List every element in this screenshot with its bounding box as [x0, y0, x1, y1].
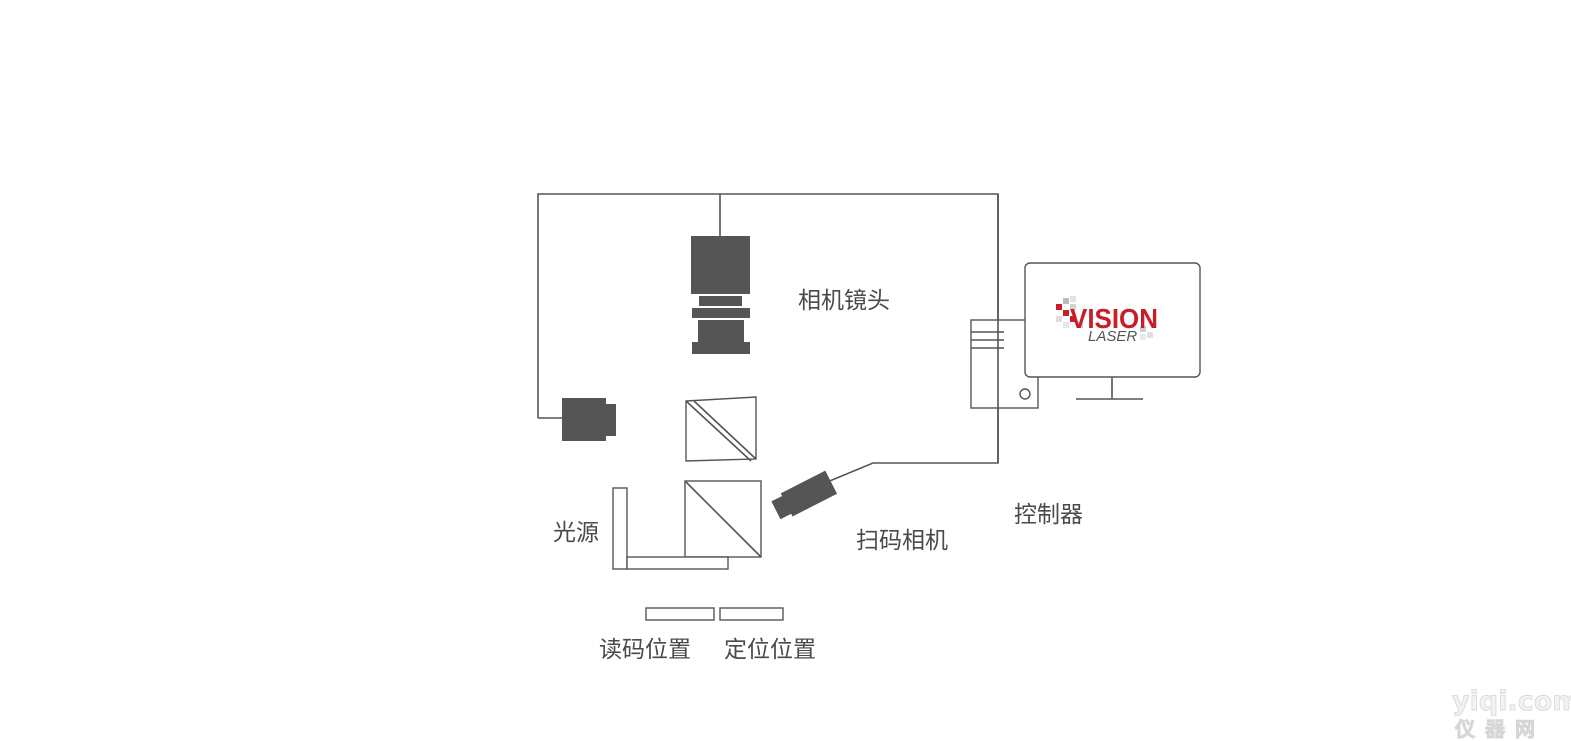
- watermark-name: 仪器网: [1454, 717, 1545, 741]
- read-position-plate: [645, 607, 715, 621]
- logo-word: VISION: [1070, 303, 1158, 334]
- light-source-icon: [612, 487, 729, 570]
- scan-camera-label: 扫码相机: [856, 528, 948, 554]
- scan-camera-icon: [771, 470, 838, 520]
- light-source-label: 光源: [553, 520, 599, 546]
- controller-label: 控制器: [1014, 502, 1083, 528]
- main-camera-cable: [537, 193, 999, 486]
- vision-laser-logo: VISION LASER: [1056, 296, 1158, 345]
- read-position-label: 读码位置: [599, 637, 691, 663]
- locate-position-label: 定位位置: [724, 637, 816, 663]
- logo-pixel-grid: [1056, 296, 1153, 340]
- beam-splitter-icon: [684, 480, 762, 558]
- side-camera-icon: [562, 398, 616, 441]
- logo-sub: LASER: [1088, 328, 1137, 345]
- camera-lens-icon: [691, 236, 750, 354]
- upper-prism-icon: [685, 396, 757, 462]
- monitor-icon: [1024, 262, 1201, 400]
- camera-lens-label: 相机镜头: [798, 288, 890, 314]
- watermark-site: yiqi.com: [1452, 686, 1571, 717]
- locate-position-plate: [719, 607, 784, 621]
